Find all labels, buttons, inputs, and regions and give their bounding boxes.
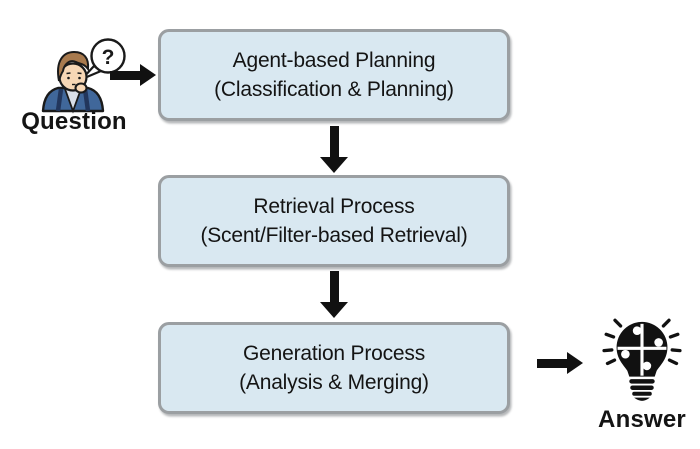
lightbulb-base [629,379,655,401]
arrow-shaft [537,358,567,368]
arrow-down-planning-to-retrieval-icon [320,126,348,173]
box-retrieval-process: Retrieval Process (Scent/Filter-based Re… [158,175,510,267]
box-title: Agent-based Planning [232,49,436,72]
box-generation-process: Generation Process (Analysis & Merging) [158,322,510,414]
lightbulb-rays [602,318,682,366]
person-brow-right [77,72,82,75]
arrow-right-generation-to-answer-icon [537,352,583,374]
lightbulb-puzzle-icon [602,318,682,401]
question-label: Question [21,108,127,135]
person-strap-right [82,88,91,112]
lightbulb-puzzle-seams [617,323,667,376]
arrow-shaft [329,271,339,302]
person-eye-left [67,76,70,80]
box-subtitle: (Scent/Filter-based Retrieval) [200,224,468,247]
arrow-head [320,157,348,173]
lightbulb-puzzle-knobs [621,326,663,371]
question-mark-glyph: ? [102,46,115,69]
person-eye-right [78,76,81,80]
box-agent-based-planning: Agent-based Planning (Classification & P… [158,29,510,121]
person-thinking-icon: ? [41,38,126,114]
person-brow-left [66,72,71,75]
person-hand [74,82,88,94]
box-title: Retrieval Process [253,195,415,218]
arrow-shaft [329,126,339,157]
speech-bubble-icon: ? [80,38,126,81]
arrow-head [140,64,156,86]
arrow-down-retrieval-to-generation-icon [320,271,348,318]
arrow-shaft [110,70,140,80]
arrow-head [320,302,348,318]
arrow-right-question-to-planning-icon [110,64,156,86]
box-title: Generation Process [243,342,425,365]
answer-label: Answer [598,406,686,433]
person-strap-left [55,88,64,112]
person-hair [57,50,90,82]
box-subtitle: (Classification & Planning) [214,78,454,101]
arrow-head [567,352,583,374]
box-subtitle: (Analysis & Merging) [239,371,429,394]
